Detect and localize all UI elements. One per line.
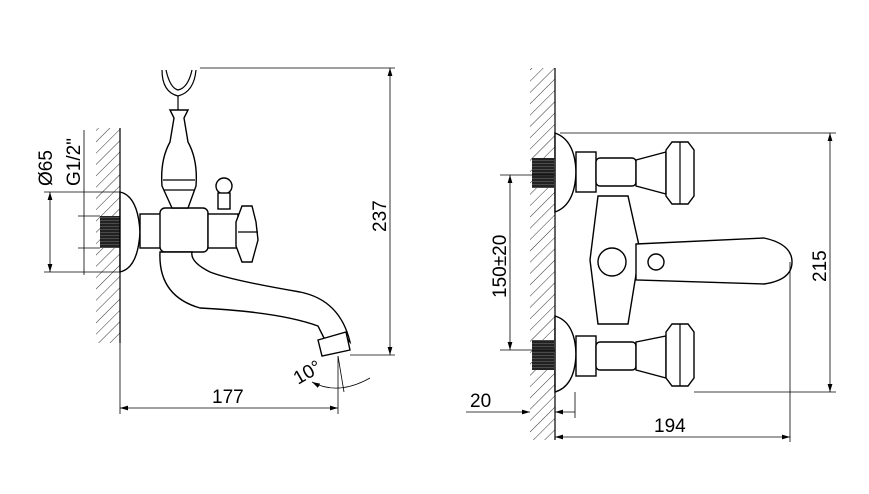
thread-label: G1/2" (64, 138, 85, 186)
centers-label: 150±20 (490, 235, 511, 298)
side-view: Ø65 G1/2" 237 177 10° (36, 67, 395, 414)
angle-label: 10° (290, 357, 325, 390)
escutcheon (119, 191, 141, 273)
spout (159, 251, 352, 345)
wall-hatch (530, 68, 555, 440)
thread-pipe (100, 216, 122, 248)
dimension-lines (44, 67, 395, 414)
shower-holder (160, 109, 198, 209)
height-label: 237 (370, 200, 391, 232)
cross-handle (235, 205, 259, 263)
depth-label: 194 (654, 416, 686, 437)
height-label: 215 (810, 250, 831, 282)
dimension-lines (466, 132, 836, 442)
wall-offset-label: 20 (470, 391, 491, 412)
reach-label: 177 (212, 387, 244, 408)
diameter-label: Ø65 (36, 150, 57, 186)
front-view: 150±20 215 20 194 (466, 68, 836, 442)
spout-lever (635, 237, 793, 285)
